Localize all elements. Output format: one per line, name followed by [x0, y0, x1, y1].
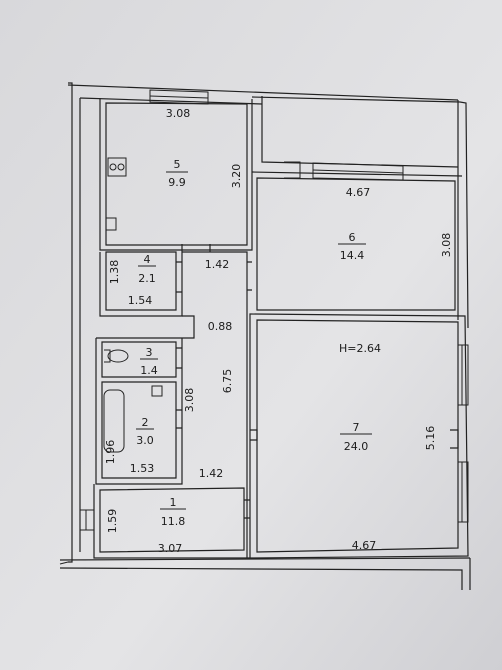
outer-left-wall: [68, 82, 73, 563]
outer-bottom-wall: [59, 557, 471, 561]
room-1-number: 1: [170, 496, 177, 509]
washbasin-icon: [151, 385, 163, 397]
room-4-outline: [105, 251, 177, 311]
room-5-area: 9.9: [168, 176, 186, 189]
dim-room2-height: 1.96: [104, 440, 117, 465]
room-4-area: 2.1: [138, 272, 156, 285]
window-room-7-upper: [458, 344, 469, 406]
room-3-outline: [101, 341, 177, 378]
outer-top-wall: [67, 84, 459, 101]
dim-room6-length: 3.08: [440, 233, 453, 258]
room-2-number: 2: [142, 416, 149, 429]
window-room-5: [149, 89, 209, 105]
dim-room4-height: 1.38: [108, 260, 121, 285]
dim-room7-width: 4.67: [352, 539, 377, 552]
room-2-outline: [101, 381, 177, 479]
bathtub-icon: [103, 389, 125, 453]
window-room-6: [312, 162, 404, 181]
sink-icon: [105, 217, 117, 231]
room-1-area: 11.8: [161, 515, 186, 528]
room-1-outline: [99, 487, 245, 553]
room-6-area: 14.4: [340, 249, 365, 262]
dim-room5-length: 3.20: [230, 164, 243, 189]
dim-room1-width: 3.07: [158, 542, 183, 555]
dim-corridor-length: 3.08: [183, 388, 196, 413]
dim-hall-length: 6.75: [221, 369, 234, 394]
walls: [59, 82, 471, 590]
windows: [59, 89, 469, 565]
room-6-number: 6: [349, 231, 356, 244]
room-3-area: 1.4: [140, 364, 158, 377]
dim-room4-width: 1.54: [128, 294, 153, 307]
toilet-icon: [107, 349, 129, 363]
room-labels: 5 9.9 4 2.1 3 1.4 2 3.0 1 11.8 6 14.4 7 …: [136, 158, 381, 528]
stove-icon: [107, 157, 127, 177]
dim-room1-height: 1.59: [106, 509, 119, 534]
ceiling-height: H=2.64: [339, 342, 381, 355]
room-2-area: 3.0: [136, 434, 154, 447]
dim-hall-neck-width: 0.88: [208, 320, 233, 333]
room-7-outline: [256, 319, 459, 553]
dimension-labels: 3.08 3.20 1.38 1.54 1.42 0.88 6.75 3.08 …: [104, 107, 453, 555]
dim-room6-width: 4.67: [346, 186, 371, 199]
dim-hall-lower-width: 1.42: [199, 467, 224, 480]
room-5-number: 5: [174, 158, 181, 171]
dim-hall-upper-width: 1.42: [205, 258, 230, 271]
room-4-number: 4: [144, 253, 151, 266]
fixtures: [103, 157, 163, 453]
dim-room7-length: 5.16: [424, 426, 437, 451]
room-7-number: 7: [353, 421, 360, 434]
dim-room2-width: 1.53: [130, 462, 155, 475]
room-3-number: 3: [146, 346, 153, 359]
window-room-7-lower: [458, 461, 469, 523]
dim-room5-width: 3.08: [166, 107, 191, 120]
window-room-1: [80, 509, 94, 531]
room-7-area: 24.0: [344, 440, 369, 453]
